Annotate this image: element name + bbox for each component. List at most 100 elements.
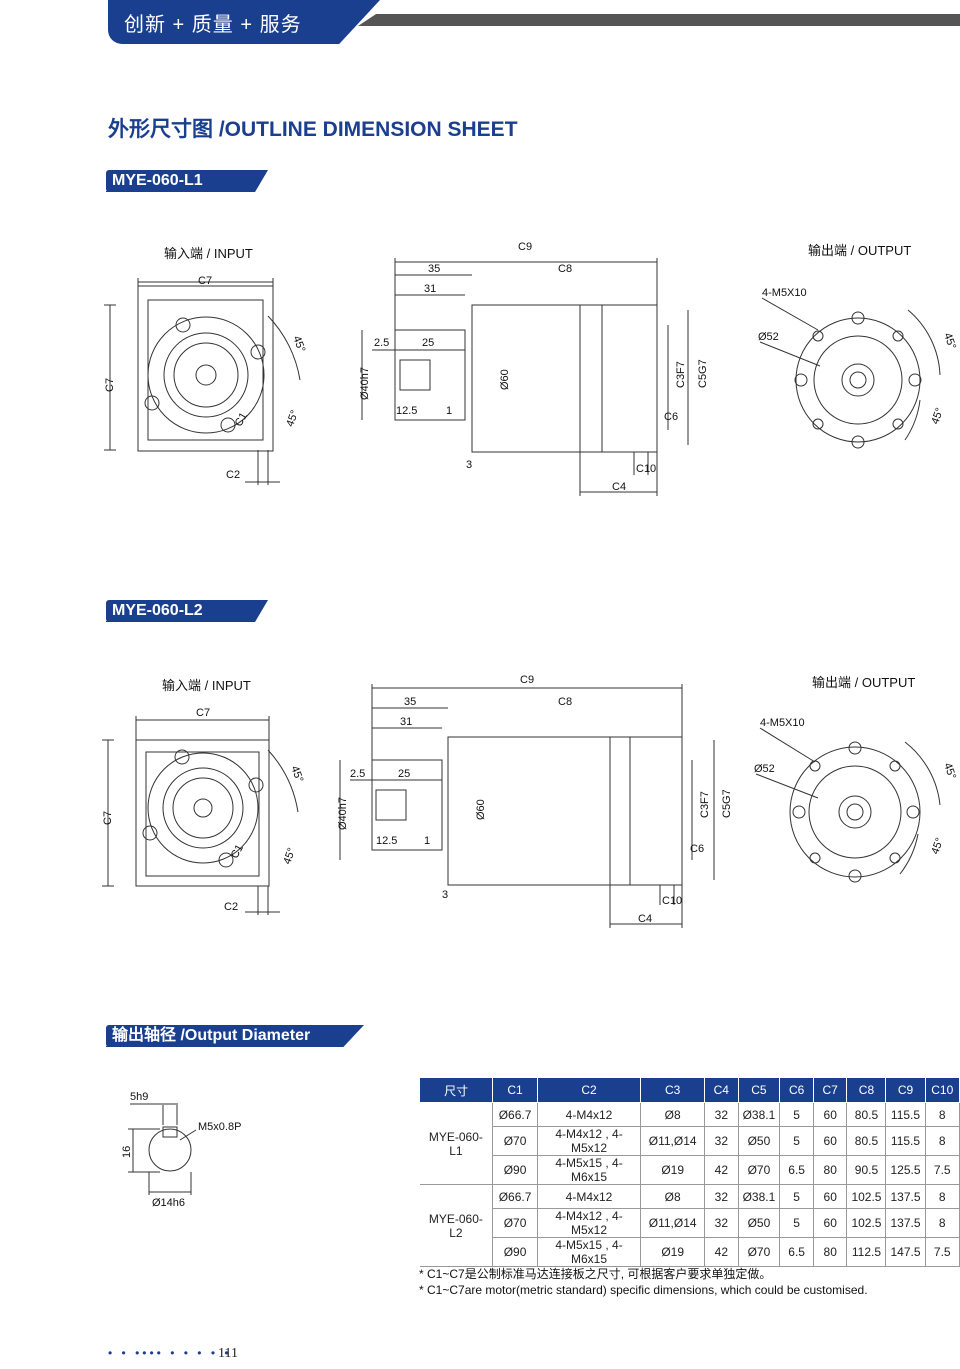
cell: 80	[812, 1155, 848, 1185]
table-row: Ø70 4-M4x12 , 4-M5x12 Ø11,Ø14 32 Ø50 5 6…	[420, 1208, 960, 1238]
table-header-row: 尺寸 C1 C2 C3 C4 C5 C6 C7 C8 C9 C10	[418, 1077, 960, 1103]
cell: 4-M4x12 , 4-M5x12	[536, 1126, 642, 1156]
dim-c9: C9	[518, 241, 532, 253]
cell: 5	[779, 1102, 814, 1127]
cell: 137.5	[885, 1208, 926, 1238]
cell: 6.5	[779, 1237, 814, 1267]
dim-1: 1	[446, 405, 452, 417]
cell: 32	[704, 1102, 739, 1127]
cell: 4-M4x12	[536, 1184, 642, 1209]
cell: 90.5	[846, 1155, 887, 1185]
th-size: 尺寸	[418, 1077, 494, 1103]
dim-3: 3	[466, 459, 472, 471]
output-label: 输出端 / OUTPUT	[808, 243, 912, 258]
cell: Ø66.7	[492, 1102, 538, 1127]
dim-3: 3	[442, 889, 448, 901]
dim-out-45b: 45°	[929, 836, 946, 856]
th-c8: C8	[846, 1077, 887, 1103]
cell: 102.5	[846, 1208, 887, 1238]
table-row: MYE-060-L1 Ø66.7 4-M4x12 Ø8 32 Ø38.1 5 6…	[419, 1102, 960, 1185]
dim-angle-45b: 45°	[281, 846, 298, 866]
input-flange-outline	[137, 285, 274, 452]
input-label: 输入端 / INPUT	[162, 678, 251, 693]
header-stripe	[358, 14, 960, 26]
dim-c9: C9	[520, 674, 534, 686]
dim-d52: Ø52	[758, 331, 779, 343]
side-shaft-housing	[394, 329, 466, 421]
table-row: Ø90 4-M5x15 , 4-M6x15 Ø19 42 Ø70 6.5 80 …	[420, 1155, 960, 1185]
side-flange	[601, 304, 658, 453]
dim-c7: C7	[198, 275, 212, 287]
dim-c3: C3F7	[699, 791, 711, 818]
dim-c10: C10	[636, 463, 656, 475]
note-cn: * C1~C7是公制标准马达连接板之尺寸, 可根据客户要求单独定做。	[419, 1267, 772, 1281]
cell: Ø70	[492, 1208, 538, 1238]
dim-angle-45: 45°	[288, 764, 305, 784]
shaft-diameter: Ø14h6	[152, 1197, 185, 1209]
cell: Ø38.1	[737, 1184, 781, 1209]
dim-angle-45b: 45°	[284, 409, 301, 429]
dim-12-5: 12.5	[376, 835, 397, 847]
dim-35: 35	[428, 263, 440, 275]
table-row: Ø90 4-M5x15 , 4-M6x15 Ø19 42 Ø70 6.5 80 …	[420, 1237, 960, 1267]
cell: 5	[779, 1184, 814, 1209]
footer-dots: • • •••• • • • • •	[108, 1346, 232, 1360]
input-label: 输入端 / INPUT	[164, 246, 253, 261]
drawing-l1: C7 C7 C2 C1 45° 45° C9 C8 35 31 2.5 25 1…	[104, 241, 958, 496]
cell: 60	[812, 1208, 848, 1238]
cell: 8	[924, 1126, 960, 1156]
th-c4: C4	[704, 1077, 739, 1103]
drawing-l2: C7 C7 C2 C1 45° 45° C9 C8 35 31 2.5 25 1…	[102, 674, 958, 928]
output-diameter-tag: 输出轴径 /Output Diameter	[106, 1025, 364, 1047]
dim-m5: 4-M5X10	[762, 287, 807, 299]
dim-c5: C5G7	[697, 359, 709, 388]
th-c6: C6	[779, 1077, 814, 1103]
dim-c7-v: C7	[104, 378, 116, 392]
cell: 80.5	[846, 1102, 887, 1127]
cell: 8	[924, 1208, 960, 1238]
cell: 4-M5x15 , 4-M6x15	[536, 1237, 642, 1267]
th-c9: C9	[885, 1077, 926, 1103]
dim-c8: C8	[558, 696, 572, 708]
dim-12-5: 12.5	[396, 405, 417, 417]
output-label: 输出端 / OUTPUT	[812, 675, 916, 690]
dim-c2: C2	[226, 469, 240, 481]
cell: 125.5	[885, 1155, 926, 1185]
cell: Ø90	[492, 1237, 538, 1267]
dim-d60: Ø60	[475, 799, 487, 820]
dim-out-45b: 45°	[929, 406, 946, 426]
th-c5: C5	[737, 1077, 781, 1103]
cell: 147.5	[885, 1237, 926, 1267]
th-c1: C1	[492, 1077, 538, 1103]
cell: 42	[704, 1237, 739, 1267]
cell: 5	[779, 1126, 814, 1156]
dim-25: 25	[398, 768, 410, 780]
shaft-drawing: 5h9 M5x0.8P 16 Ø14h6	[121, 1091, 241, 1209]
cell: 102.5	[846, 1184, 887, 1209]
cell: 6.5	[779, 1155, 814, 1185]
cell: 5	[779, 1208, 814, 1238]
shaft-key: 5h9	[130, 1091, 148, 1103]
dim-c7: C7	[196, 707, 210, 719]
dim-angle-45: 45°	[290, 334, 307, 354]
cell: Ø38.1	[737, 1102, 781, 1127]
dim-31: 31	[424, 283, 436, 295]
cell: 32	[704, 1208, 739, 1238]
page-title: 外形尺寸图 /OUTLINE DIMENSION SHEET	[108, 118, 518, 141]
cell: 80	[812, 1237, 848, 1267]
header-banner-bg	[108, 0, 380, 44]
dim-c4: C4	[638, 913, 652, 925]
cell: Ø19	[640, 1155, 706, 1185]
tag-underline	[106, 191, 236, 192]
table-row: Ø70 4-M4x12 , 4-M5x12 Ø11,Ø14 32 Ø50 5 6…	[420, 1126, 960, 1156]
cell: 115.5	[885, 1126, 926, 1156]
dim-c2: C2	[224, 901, 238, 913]
dim-c4: C4	[612, 481, 626, 493]
cell: 4-M5x15 , 4-M6x15	[536, 1155, 642, 1185]
model-cell: MYE-060-L1	[419, 1102, 494, 1185]
cell: 80.5	[846, 1126, 887, 1156]
dim-c6: C6	[664, 411, 678, 423]
cell: 7.5	[924, 1237, 960, 1267]
spec-table: 尺寸 C1 C2 C3 C4 C5 C6 C7 C8 C9 C10 MYE-06…	[418, 1077, 960, 1267]
cell: Ø50	[737, 1126, 781, 1156]
